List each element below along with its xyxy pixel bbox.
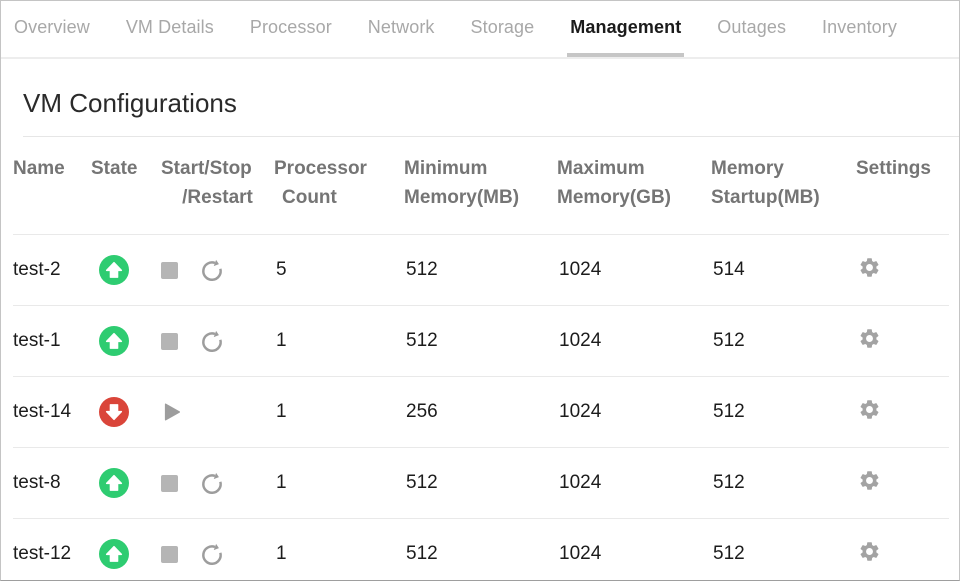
minimum-memory-cell: 512: [404, 518, 557, 580]
maximum-memory-cell: 1024: [557, 447, 711, 519]
vm-table-body: test-2: [13, 234, 949, 580]
processor-count-cell: 1: [274, 447, 404, 519]
vm-settings-cell: [856, 447, 949, 519]
vm-state-cell: [91, 447, 161, 519]
up-arrow-circle-icon: [99, 255, 129, 285]
vm-name-cell: test-8: [13, 447, 91, 519]
up-arrow-circle-icon: [99, 468, 129, 498]
stop-icon[interactable]: [161, 474, 178, 492]
vm-controls-cell: [161, 305, 274, 377]
restart-icon[interactable]: [199, 541, 225, 567]
table-row: test-12: [13, 518, 949, 580]
tab-management[interactable]: Management: [567, 1, 685, 57]
memory-startup-cell: 512: [711, 376, 856, 448]
vm-state-cell: [91, 234, 161, 306]
minimum-memory-cell: 256: [404, 376, 557, 448]
up-arrow-circle-icon: [99, 326, 129, 356]
minimum-memory-cell: 512: [404, 447, 557, 519]
gear-icon[interactable]: [858, 398, 881, 421]
tab-outages[interactable]: Outages: [717, 16, 787, 37]
stop-icon[interactable]: [161, 261, 178, 279]
maximum-memory-cell: 1024: [557, 376, 711, 448]
minimum-memory-cell: 512: [404, 305, 557, 377]
maximum-memory-cell: 1024: [557, 234, 711, 306]
tab-network[interactable]: Network: [367, 16, 435, 37]
vm-controls-cell: [161, 518, 274, 580]
up-arrow-circle-icon: [99, 539, 129, 569]
vm-controls-cell: [161, 447, 274, 519]
restart-icon[interactable]: [199, 257, 225, 283]
table-row: test-14: [13, 376, 949, 448]
processor-count-cell: 1: [274, 305, 404, 377]
col-header-name: Name: [13, 158, 65, 179]
tab-storage[interactable]: Storage: [470, 16, 535, 37]
memory-startup-cell: 512: [711, 518, 856, 580]
tab-inventory[interactable]: Inventory: [822, 16, 897, 37]
maximum-memory-cell: 1024: [557, 305, 711, 377]
memory-startup-cell: 512: [711, 305, 856, 377]
vm-state-cell: [91, 518, 161, 580]
gear-icon[interactable]: [858, 540, 881, 563]
tab-overview[interactable]: Overview: [14, 16, 90, 37]
vm-state-cell: [91, 376, 161, 448]
minimum-memory-cell: 512: [404, 234, 557, 306]
vm-name-cell: test-2: [13, 234, 91, 306]
gear-icon[interactable]: [858, 256, 881, 279]
gear-icon[interactable]: [858, 327, 881, 350]
table-row: test-2: [13, 234, 949, 306]
vm-name-cell: test-12: [13, 518, 91, 580]
vm-controls-cell: [161, 376, 274, 448]
processor-count-cell: 1: [274, 376, 404, 448]
vm-settings-cell: [856, 376, 949, 448]
processor-count-cell: 1: [274, 518, 404, 580]
processor-count-cell: 5: [274, 234, 404, 306]
col-header-settings: Settings: [856, 158, 931, 179]
vm-name-cell: test-14: [13, 376, 91, 448]
stop-icon[interactable]: [161, 545, 178, 563]
vm-name-cell: test-1: [13, 305, 91, 377]
vm-state-cell: [91, 305, 161, 377]
table-row: test-8: [13, 447, 949, 519]
col-header-start-stop-restart: Start/Stop/Restart: [161, 158, 253, 208]
restart-icon[interactable]: [199, 328, 225, 354]
vm-settings-cell: [856, 234, 949, 306]
vm-controls-cell: [161, 234, 274, 306]
play-icon[interactable]: [161, 401, 183, 423]
vm-settings-cell: [856, 518, 949, 580]
table-row: test-1: [13, 305, 949, 377]
stop-icon[interactable]: [161, 332, 178, 350]
tab-vm-details[interactable]: VM Details: [125, 16, 214, 37]
memory-startup-cell: 514: [711, 234, 856, 306]
restart-icon[interactable]: [199, 470, 225, 496]
col-header-state: State: [91, 158, 138, 179]
page-title: VM Configurations: [23, 88, 237, 118]
title-divider: [23, 136, 959, 137]
tab-processor[interactable]: Processor: [249, 16, 332, 37]
memory-startup-cell: 512: [711, 447, 856, 519]
vm-settings-cell: [856, 305, 949, 377]
gear-icon[interactable]: [858, 469, 881, 492]
down-arrow-circle-icon: [99, 397, 129, 427]
tab-bar: Overview VM Details Processor Network St…: [1, 1, 959, 59]
maximum-memory-cell: 1024: [557, 518, 711, 580]
